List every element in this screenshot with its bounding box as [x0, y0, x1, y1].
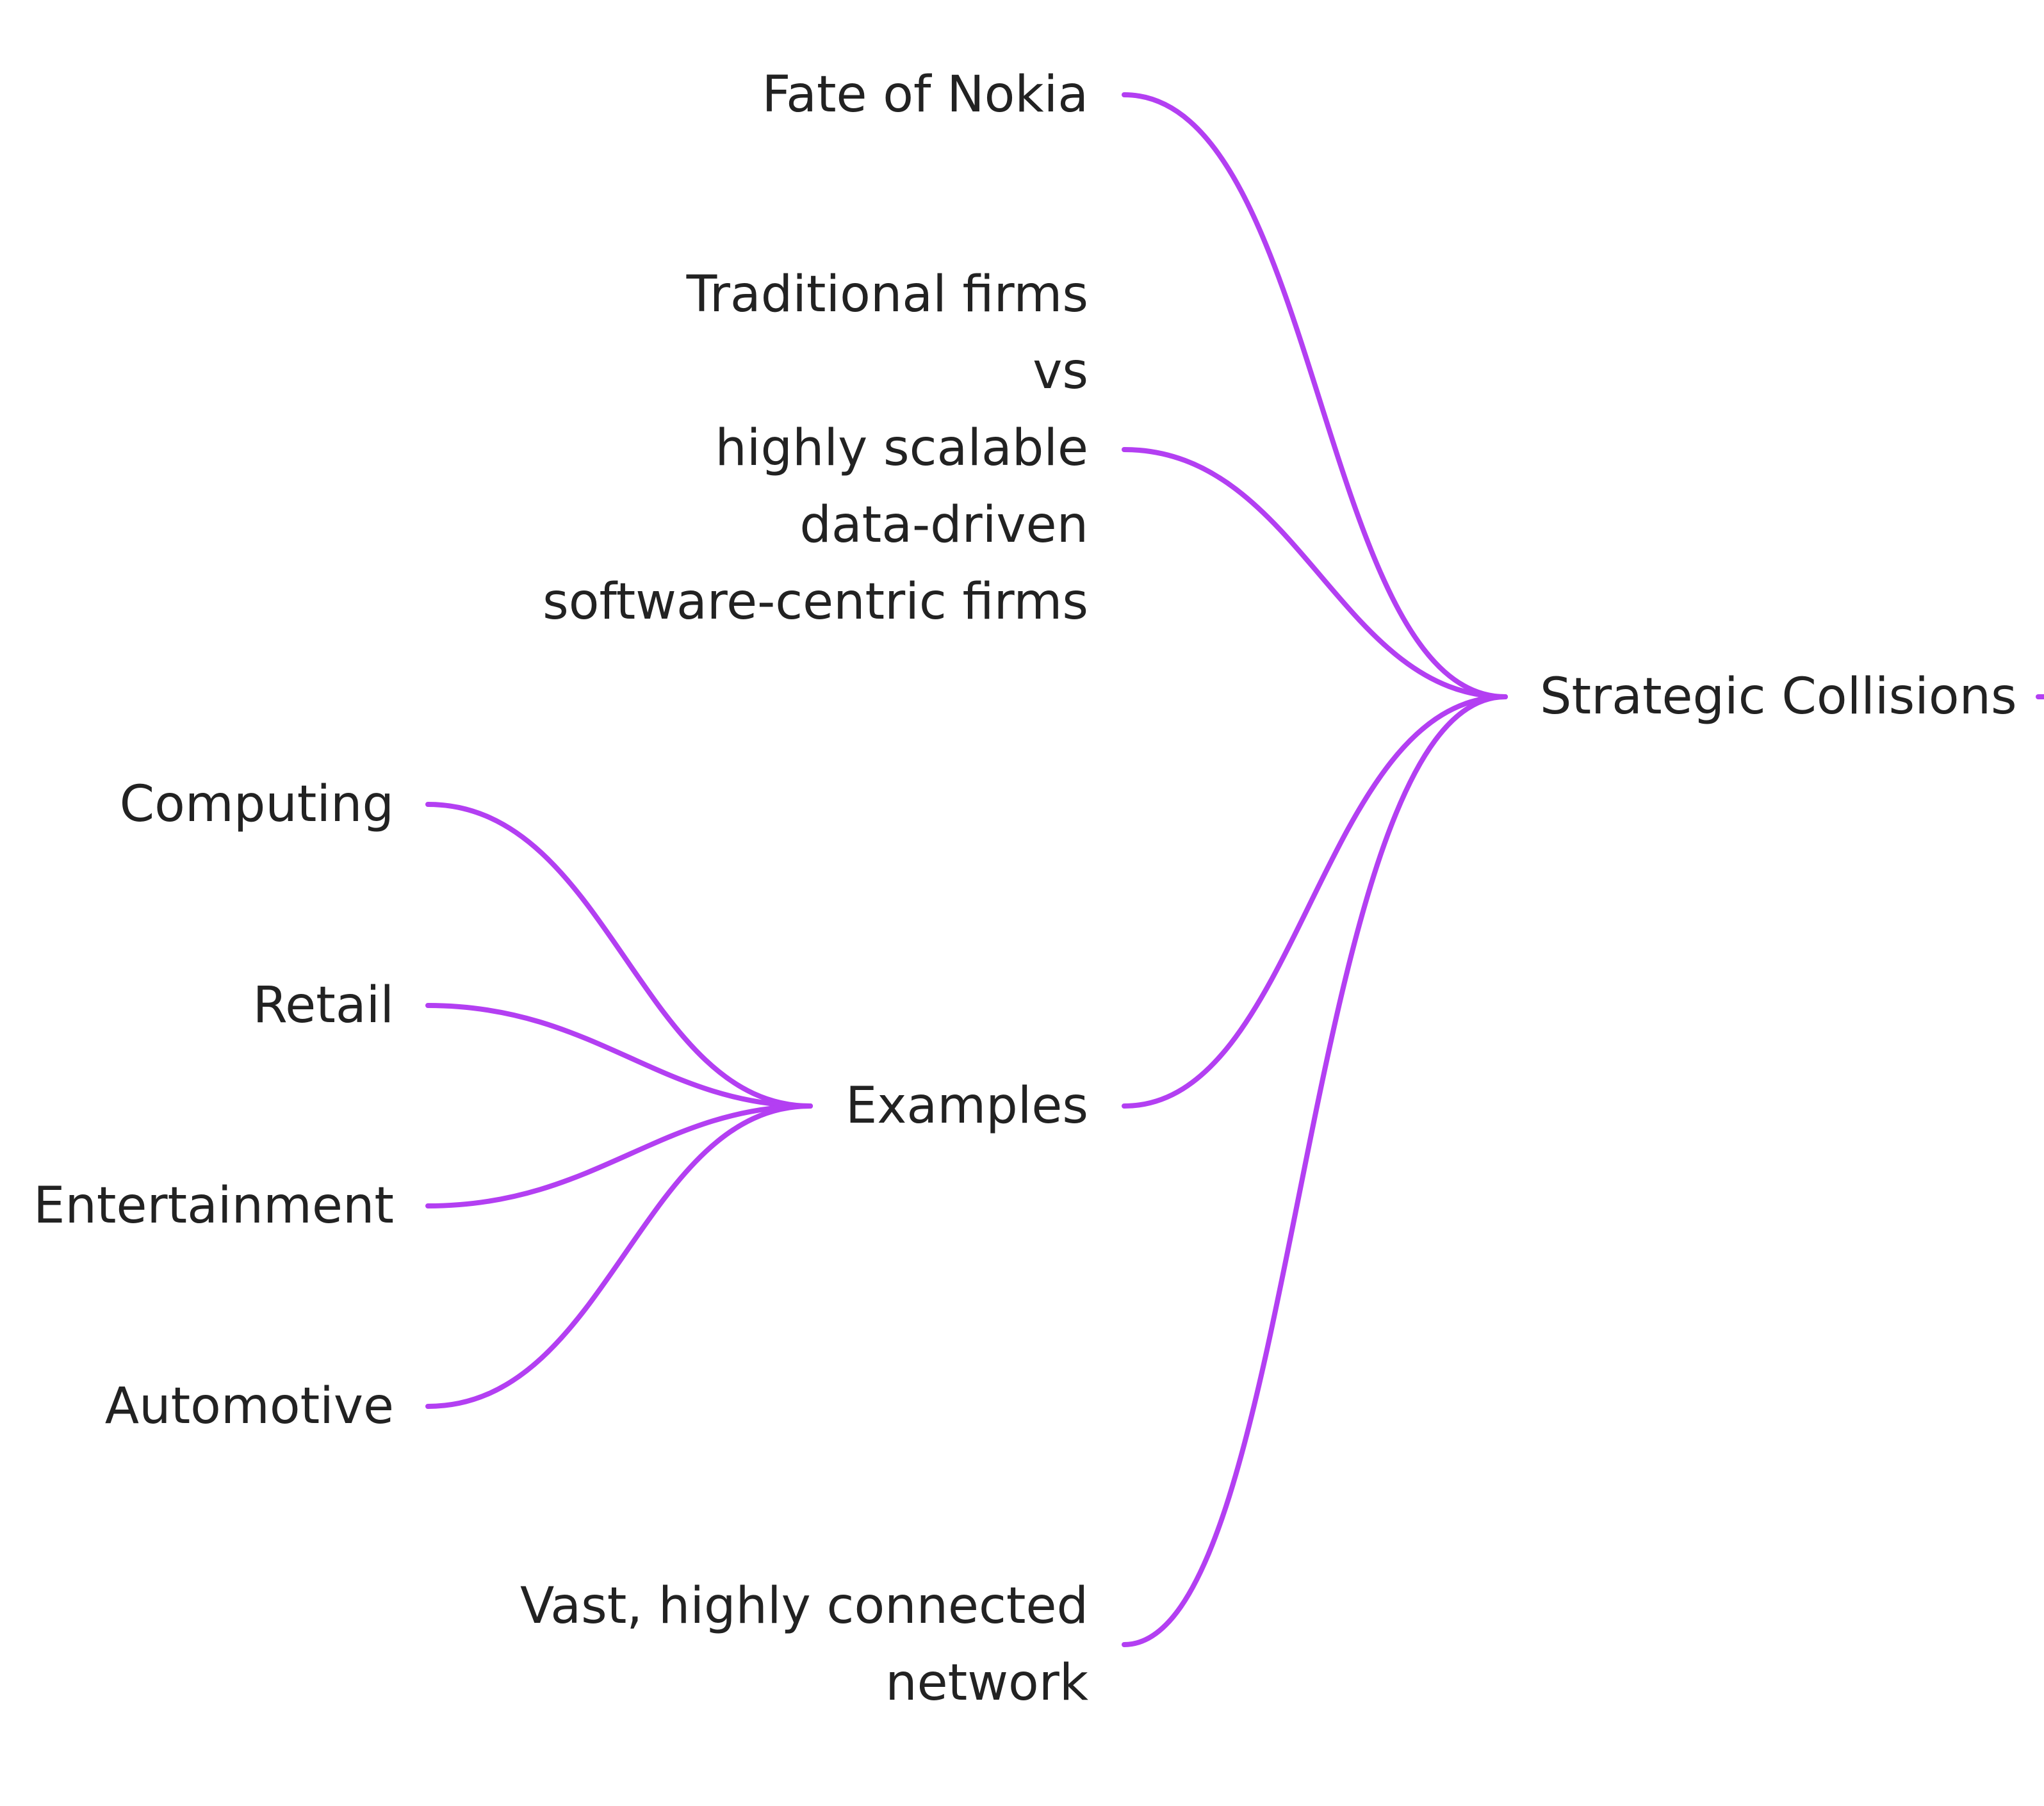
node-automotive: Automotive — [104, 1378, 394, 1435]
edge-root-to-traditional-firms — [1122, 447, 1508, 699]
edge-root-to-fate-of-nokia — [1122, 92, 1508, 699]
node-retail: Retail — [252, 977, 394, 1034]
node-examples: Examples — [845, 1077, 1088, 1135]
edge-examples-to-retail — [425, 1003, 813, 1109]
root-node-strategic-collisions: Strategic Collisions — [1540, 668, 2017, 726]
edge-examples-to-entertainment — [425, 1103, 813, 1208]
edge-examples-to-computing — [425, 802, 813, 1109]
node-traditional-firms-vs-software-centric: Traditional firms vs highly scalable dat… — [543, 266, 1088, 631]
node-vast-highly-connected-network: Vast, highly connected network — [519, 1577, 1088, 1712]
edge-examples-to-automotive — [425, 1103, 813, 1409]
node-fate-of-nokia: Fate of Nokia — [762, 66, 1088, 124]
edge-root-to-vast-network — [1122, 694, 1508, 1647]
node-computing: Computing — [119, 776, 394, 833]
node-entertainment: Entertainment — [33, 1177, 394, 1235]
edge-root-to-examples — [1122, 694, 1508, 1109]
